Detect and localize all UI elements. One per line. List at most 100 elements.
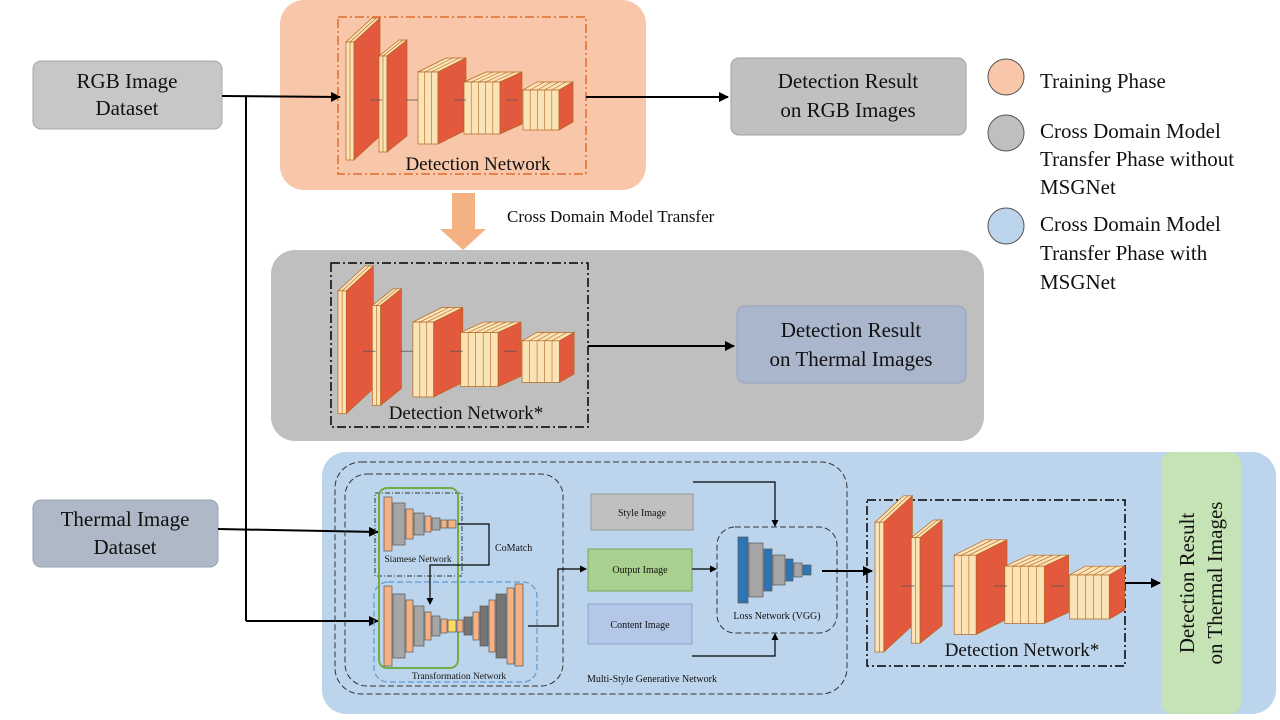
conv-layer-4 [463,71,523,135]
generative-network-label: Multi-Style Generative Network [587,674,717,685]
msg-outer-frame [334,461,848,695]
transfer-with-msgnet-panel [322,452,1276,714]
transform-res-1 [456,619,464,633]
rgb-result-box: Detection Result on RGB Images [730,57,967,136]
transform-comatch [447,619,457,633]
comatch-connector [426,523,490,605]
style-image-box: Style Image [590,493,694,531]
siamese-network-label: Siamese Network [384,555,452,565]
loss-network-shape [737,536,812,604]
vgg-layer-3 [763,548,773,592]
siamese-conv-3 [405,508,414,540]
layer-slice-top [426,307,457,323]
layer-slice-top [915,519,938,538]
legend-without-line1: Cross Domain Model [1040,119,1221,143]
layer-side [919,519,943,644]
conv-layer-2 [910,519,944,644]
layer-slice-top [1036,554,1061,567]
layer-side [558,81,574,131]
layer-slice-top [490,321,514,333]
siamese-conv-7 [440,519,448,529]
layer-front [417,71,439,145]
layer-slice-top [551,81,566,91]
rgb-dataset-line1: RGB Image [77,69,178,93]
conv-layer-2 [371,288,403,407]
shared-encoder-frame [378,487,459,669]
transform-dec-3 [479,605,489,647]
thermal-result-box: Detection Result on Thermal Images [736,305,967,384]
msg-result-line2: on Thermal Images [1203,502,1227,665]
layer-slice-top [376,288,398,306]
layer-slice-top [536,332,552,342]
layer-side [1108,565,1126,620]
siamese-conv-5 [424,515,432,533]
layer-slice-top [492,71,515,83]
thermal-dataset-box: Thermal Image Dataset [32,499,219,568]
conv-layer-5 [521,81,575,131]
layer-slice-top [530,81,545,91]
layer-side [883,495,913,653]
msg-detection-network-label: Detection Network* [945,640,1100,661]
siamese-network-shape [383,496,457,552]
layer-slice-top [424,57,453,73]
vgg-layer-5 [785,558,794,582]
layer-front [521,340,560,383]
layer-slice-top [341,265,370,292]
siamese-conv-8 [447,519,457,529]
conv-layer-3 [412,306,464,398]
layer-slice-top [1020,554,1045,567]
layer-side [353,17,381,161]
layer-slice-top [382,39,404,57]
legend-with-line3: MSGNet [1040,270,1116,294]
transform-dec-2 [472,611,480,641]
legend-training-swatch [987,58,1025,96]
msg-inner-frame [344,473,564,687]
output-image-box: Output Image [587,548,693,592]
layer-slice-top [419,307,450,323]
thermal-dataset-line2: Dataset [94,535,157,559]
conv-layer-1 [337,265,375,415]
detection-network-star-label: Detection Network* [389,403,544,424]
comatch-label: CoMatch [495,543,532,554]
detection-network-layers [345,17,575,161]
layer-slice-top [349,17,377,43]
cross-domain-transfer-label: Cross Domain Model Transfer [507,207,715,226]
transform-enc-2 [392,593,406,659]
conv-layer-2 [378,39,408,153]
conv-layer-4 [1004,554,1069,624]
layer-side [380,288,402,407]
layer-slice-top [537,81,552,91]
layer-slice-top [1101,565,1117,576]
conv-layer-1 [345,17,381,161]
layer-slice-top [551,332,567,342]
layer-slice-top [431,57,460,73]
layer-slice-top [544,332,560,342]
transform-dec-6 [506,587,515,665]
content-image-label: Content Image [610,620,670,631]
rgb-result-line2: on RGB Images [780,98,915,122]
vgg-layer-2 [748,542,764,598]
msg-detection-network-layers [874,495,1127,653]
transform-enc-4 [413,605,425,647]
layer-slice-top [478,71,501,83]
legend-with-swatch [987,207,1025,245]
layer-slice-top [485,71,508,83]
siamese-conv-6 [431,517,441,531]
cross-domain-transfer-arrow [440,193,486,250]
layer-side [975,539,1008,635]
vgg-layer-4 [772,554,786,586]
layer-slice-top [968,539,1000,556]
layer-slice-top [529,332,545,342]
layer-front [522,89,560,131]
conv-layer-3 [953,539,1008,635]
layer-side [433,306,464,398]
transform-enc-6 [431,615,441,637]
layer-slice-top [1012,554,1038,567]
layer-slice-top [1085,565,1102,576]
thermal-dataset-line1: Thermal Image [61,507,190,531]
legend-training-label: Training Phase [1040,69,1166,93]
layer-side [345,265,374,415]
layer-front [1004,565,1045,624]
vgg-layer-6 [793,562,803,578]
